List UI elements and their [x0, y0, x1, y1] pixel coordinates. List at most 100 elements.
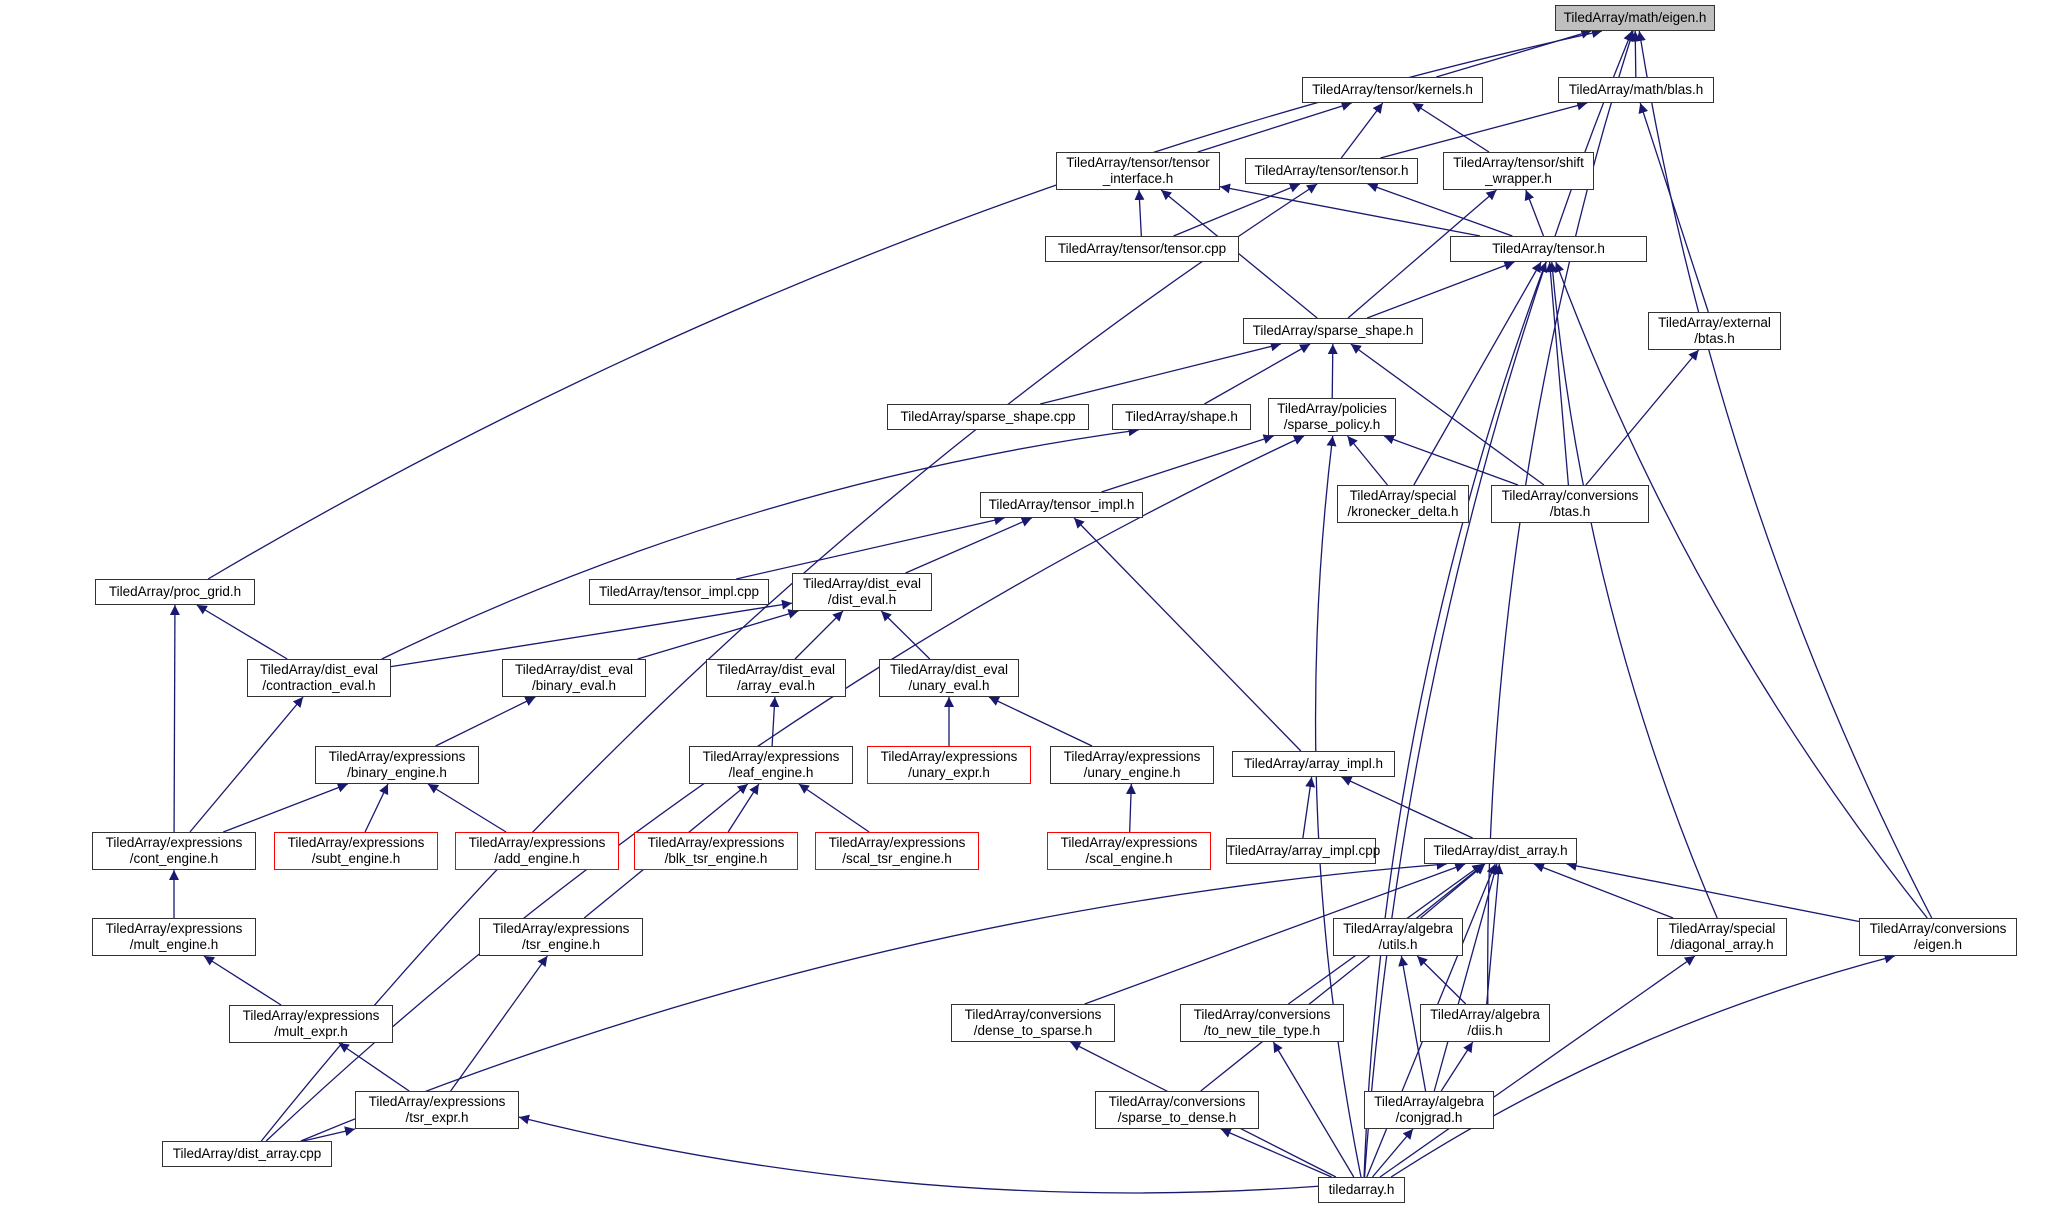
- node-label: TiledArray/tensor/tensor.h: [1254, 163, 1409, 178]
- node-label: TiledArray/expressions: [1063, 749, 1201, 764]
- node-diagonal-array[interactable]: TiledArray/special/diagonal_array.h: [1657, 918, 1787, 956]
- node-tensor-interface[interactable]: TiledArray/tensor/tensor_interface.h: [1056, 152, 1220, 190]
- node-blk-tsr-engine[interactable]: TiledArray/expressions/blk_tsr_engine.h: [634, 832, 798, 870]
- node-tsr-expr[interactable]: TiledArray/expressions/tsr_expr.h: [355, 1091, 519, 1129]
- node-blas[interactable]: TiledArray/math/blas.h: [1558, 77, 1714, 103]
- node-tensor-tensor[interactable]: TiledArray/tensor/tensor.h: [1245, 158, 1418, 184]
- node-tensor-impl-cpp[interactable]: TiledArray/tensor_impl.cpp: [589, 579, 769, 605]
- edge-mult-expr-to-mult-engine: [203, 955, 282, 1006]
- edge-conjgrad-to-dist-array: [1433, 863, 1500, 1092]
- node-label: /dense_to_sparse.h: [973, 1023, 1093, 1038]
- edge-sparse-shape-to-shift-wrapper: [1347, 189, 1497, 319]
- node-shape[interactable]: TiledArray/shape.h: [1112, 404, 1251, 430]
- edge-scal-engine-to-unary-engine: [1125, 783, 1136, 833]
- node-shift-wrapper[interactable]: TiledArray/tensor/shift_wrapper.h: [1443, 152, 1594, 190]
- node-leaf-engine[interactable]: TiledArray/expressions/leaf_engine.h: [689, 746, 853, 784]
- node-conv-btas[interactable]: TiledArray/conversions/btas.h: [1491, 485, 1649, 523]
- node-to-new-tile-type[interactable]: TiledArray/conversions/to_new_tile_type.…: [1180, 1004, 1344, 1042]
- node-label: TiledArray/policies: [1277, 401, 1387, 416]
- node-mult-engine[interactable]: TiledArray/expressions/mult_engine.h: [92, 918, 256, 956]
- node-eigen: TiledArray/math/eigen.h: [1555, 5, 1715, 31]
- node-scal-engine[interactable]: TiledArray/expressions/scal_engine.h: [1047, 832, 1211, 870]
- node-label: TiledArray/expressions: [105, 835, 243, 850]
- node-sparse-policy[interactable]: TiledArray/policies/sparse_policy.h: [1268, 398, 1396, 436]
- node-label: /contraction_eval.h: [262, 678, 376, 693]
- edge-unary-engine-to-unary-eval: [988, 696, 1093, 747]
- node-binary-eval[interactable]: TiledArray/dist_eval/binary_eval.h: [502, 659, 646, 697]
- node-label: tiledarray.h: [1328, 1182, 1395, 1197]
- node-label: /blk_tsr_engine.h: [664, 851, 768, 866]
- edge-dist-array-cpp-to-dist-array: [300, 859, 1447, 1142]
- node-label: /scal_engine.h: [1085, 851, 1173, 866]
- node-proc-grid[interactable]: TiledArray/proc_grid.h: [95, 579, 255, 605]
- node-cont-engine[interactable]: TiledArray/expressions/cont_engine.h: [92, 832, 256, 870]
- node-tensor-cpp[interactable]: TiledArray/tensor/tensor.cpp: [1045, 236, 1239, 262]
- node-label: TiledArray/sparse_shape.cpp: [900, 409, 1076, 424]
- node-conjgrad[interactable]: TiledArray/algebra/conjgrad.h: [1364, 1091, 1494, 1129]
- edge-conjgrad-to-diis: [1440, 1041, 1474, 1092]
- node-unary-eval[interactable]: TiledArray/dist_eval/unary_eval.h: [879, 659, 1019, 697]
- edge-conv-btas-to-tensor-h: [1545, 261, 1570, 486]
- node-label: TiledArray/tensor/tensor: [1066, 155, 1210, 170]
- node-algebra-utils[interactable]: TiledArray/algebra/utils.h: [1333, 918, 1463, 956]
- edge-add-engine-to-binary-engine: [427, 783, 507, 833]
- node-label: TiledArray/conversions: [1108, 1094, 1246, 1109]
- edge-contraction-eval-to-dist-eval: [390, 599, 793, 668]
- edge-dist-eval-to-tensor-impl: [905, 517, 1032, 574]
- node-array-impl-cpp[interactable]: TiledArray/array_impl.cpp: [1226, 838, 1380, 864]
- node-kernels[interactable]: TiledArray/tensor/kernels.h: [1302, 77, 1483, 103]
- node-dist-eval[interactable]: TiledArray/dist_eval/dist_eval.h: [792, 573, 932, 611]
- node-mult-expr[interactable]: TiledArray/expressions/mult_expr.h: [229, 1005, 393, 1043]
- node-label: TiledArray/expressions: [1060, 835, 1198, 850]
- node-kronecker[interactable]: TiledArray/special/kronecker_delta.h: [1337, 485, 1469, 523]
- node-label: /tsr_engine.h: [521, 937, 601, 952]
- node-tsr-engine[interactable]: TiledArray/expressions/tsr_engine.h: [479, 918, 643, 956]
- node-label: /eigen.h: [1913, 937, 1963, 952]
- node-label: TiledArray/algebra: [1343, 921, 1453, 936]
- node-tensor-impl[interactable]: TiledArray/tensor_impl.h: [980, 492, 1143, 518]
- node-sparse-shape[interactable]: TiledArray/sparse_shape.h: [1243, 318, 1423, 344]
- node-sparse-shape-cpp[interactable]: TiledArray/sparse_shape.cpp: [887, 404, 1089, 430]
- node-label: /conjgrad.h: [1395, 1110, 1463, 1125]
- edge-conv-eigen-to-dist-array: [1566, 861, 1860, 923]
- node-tiledarray[interactable]: tiledarray.h: [1318, 1177, 1405, 1203]
- node-scal-tsr-engine[interactable]: TiledArray/expressions/scal_tsr_engine.h: [815, 832, 979, 870]
- edge-tensor-h-to-shift-wrapper: [1524, 189, 1545, 237]
- node-contraction-eval[interactable]: TiledArray/dist_eval/contraction_eval.h: [247, 659, 391, 697]
- node-external-btas[interactable]: TiledArray/external/btas.h: [1648, 312, 1781, 350]
- node-label: TiledArray/algebra: [1430, 1007, 1540, 1022]
- edge-tiledarray-to-diagonal-array: [1379, 955, 1696, 1178]
- edge-cont-engine-to-binary-engine: [223, 782, 348, 833]
- node-diis[interactable]: TiledArray/algebra/diis.h: [1420, 1004, 1550, 1042]
- edge-tensor-h-to-tensor-interface: [1219, 183, 1481, 237]
- node-dist-array-cpp[interactable]: TiledArray/dist_array.cpp: [162, 1141, 332, 1167]
- node-label: TiledArray/array_impl.h: [1243, 756, 1384, 771]
- edge-dist-array-cpp-to-sparse-policy: [265, 435, 1305, 1142]
- node-label: /diagonal_array.h: [1670, 937, 1774, 952]
- node-label: TiledArray/dist_array.cpp: [172, 1146, 322, 1161]
- edge-cont-engine-to-contraction-eval: [189, 696, 304, 833]
- edge-conv-eigen-to-eigen: [1635, 30, 1933, 919]
- node-binary-engine[interactable]: TiledArray/expressions/binary_engine.h: [315, 746, 479, 784]
- edge-tiledarray-to-eigen: [1363, 30, 1633, 1178]
- node-array-eval[interactable]: TiledArray/dist_eval/array_eval.h: [706, 659, 846, 697]
- edge-diis-to-dist-array: [1486, 863, 1504, 1005]
- node-label: /btas.h: [1549, 504, 1591, 519]
- node-conv-eigen[interactable]: TiledArray/conversions/eigen.h: [1859, 918, 2017, 956]
- node-array-impl[interactable]: TiledArray/array_impl.h: [1232, 751, 1395, 777]
- node-add-engine[interactable]: TiledArray/expressions/add_engine.h: [455, 832, 619, 870]
- node-dist-array[interactable]: TiledArray/dist_array.h: [1424, 838, 1577, 864]
- node-tensor-h[interactable]: TiledArray/tensor.h: [1450, 236, 1647, 262]
- node-dense-to-sparse[interactable]: TiledArray/conversions/dense_to_sparse.h: [951, 1004, 1115, 1042]
- node-sparse-to-dense[interactable]: TiledArray/conversions/sparse_to_dense.h: [1095, 1091, 1259, 1129]
- node-label: TiledArray/conversions: [1501, 488, 1639, 503]
- edge-tiledarray-to-tsr-expr: [518, 1114, 1319, 1194]
- node-unary-expr[interactable]: TiledArray/expressions/unary_expr.h: [867, 746, 1031, 784]
- node-unary-engine[interactable]: TiledArray/expressions/unary_engine.h: [1050, 746, 1214, 784]
- node-label: TiledArray/conversions: [1869, 921, 2007, 936]
- node-label: /subt_engine.h: [311, 851, 401, 866]
- edge-tensor-cpp-to-tensor-tensor: [1173, 183, 1301, 237]
- node-subt-engine[interactable]: TiledArray/expressions/subt_engine.h: [274, 832, 438, 870]
- node-label: TiledArray/sparse_shape.h: [1252, 323, 1414, 338]
